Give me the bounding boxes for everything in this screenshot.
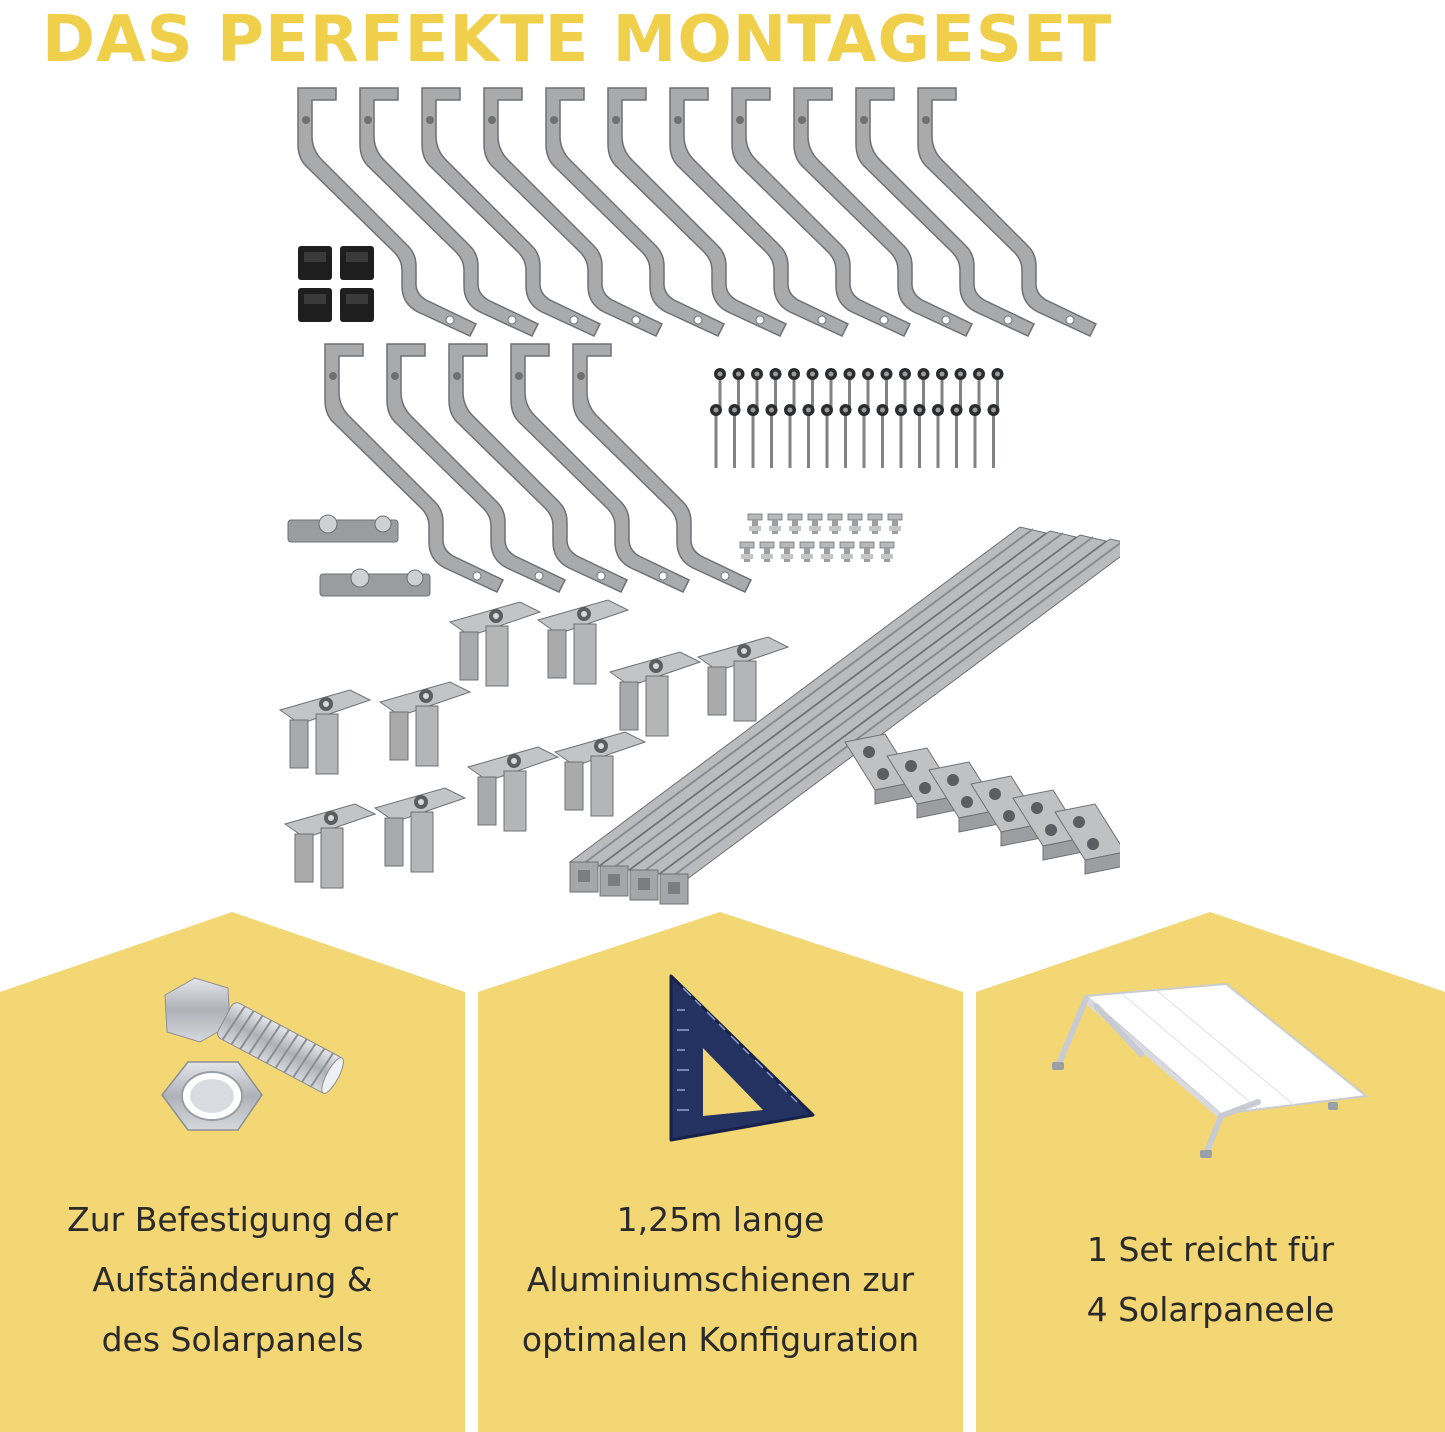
roof-hook-icon — [297, 87, 1098, 337]
caption-line: 1,25m lange — [616, 1200, 825, 1239]
aluminium-rail-icon — [568, 526, 1120, 905]
rail-connector-icon — [287, 514, 431, 597]
page-title: DAS PERFEKTE MONTAGESET — [42, 3, 1113, 77]
card-caption: Zur Befestigung der Aufständerung & des … — [0, 1190, 465, 1370]
middle-clamp-icon — [844, 733, 1120, 875]
screw-icon — [710, 368, 1004, 468]
roof-hook-icon — [324, 343, 753, 593]
feature-card-fixing: Zur Befestigung der Aufständerung & des … — [0, 912, 465, 1432]
caption-line: 4 Solarpaneele — [1086, 1290, 1335, 1329]
feature-card-rails: 1,25m lange Aluminiumschienen zur optima… — [478, 912, 963, 1432]
card-caption: 1,25m lange Aluminiumschienen zur optima… — [478, 1190, 963, 1370]
caption-line: Zur Befestigung der — [67, 1200, 398, 1239]
caption-line: 1 Set reicht für — [1086, 1230, 1335, 1269]
card-caption: 1 Set reicht für 4 Solarpaneele — [976, 1220, 1445, 1340]
caption-line: optimalen Konfiguration — [521, 1320, 920, 1359]
bolt-and-nut-icon — [150, 970, 360, 1150]
feature-card-coverage: 1 Set reicht für 4 Solarpaneele — [976, 912, 1445, 1432]
card-background — [976, 912, 1445, 1432]
caption-line: Aluminiumschienen zur — [526, 1260, 915, 1299]
card-background — [478, 912, 963, 1432]
solar-panel-stand-icon — [1046, 974, 1376, 1159]
caption-line: des Solarpanels — [101, 1320, 364, 1359]
rubber-pad-icon — [298, 246, 374, 322]
t-bolt-icon — [739, 513, 903, 562]
caption-line: Aufständerung & — [92, 1260, 373, 1299]
end-clamp-icon — [278, 599, 790, 889]
set-square-icon — [663, 970, 818, 1145]
product-kit-image — [278, 87, 1120, 905]
card-background — [0, 912, 465, 1432]
